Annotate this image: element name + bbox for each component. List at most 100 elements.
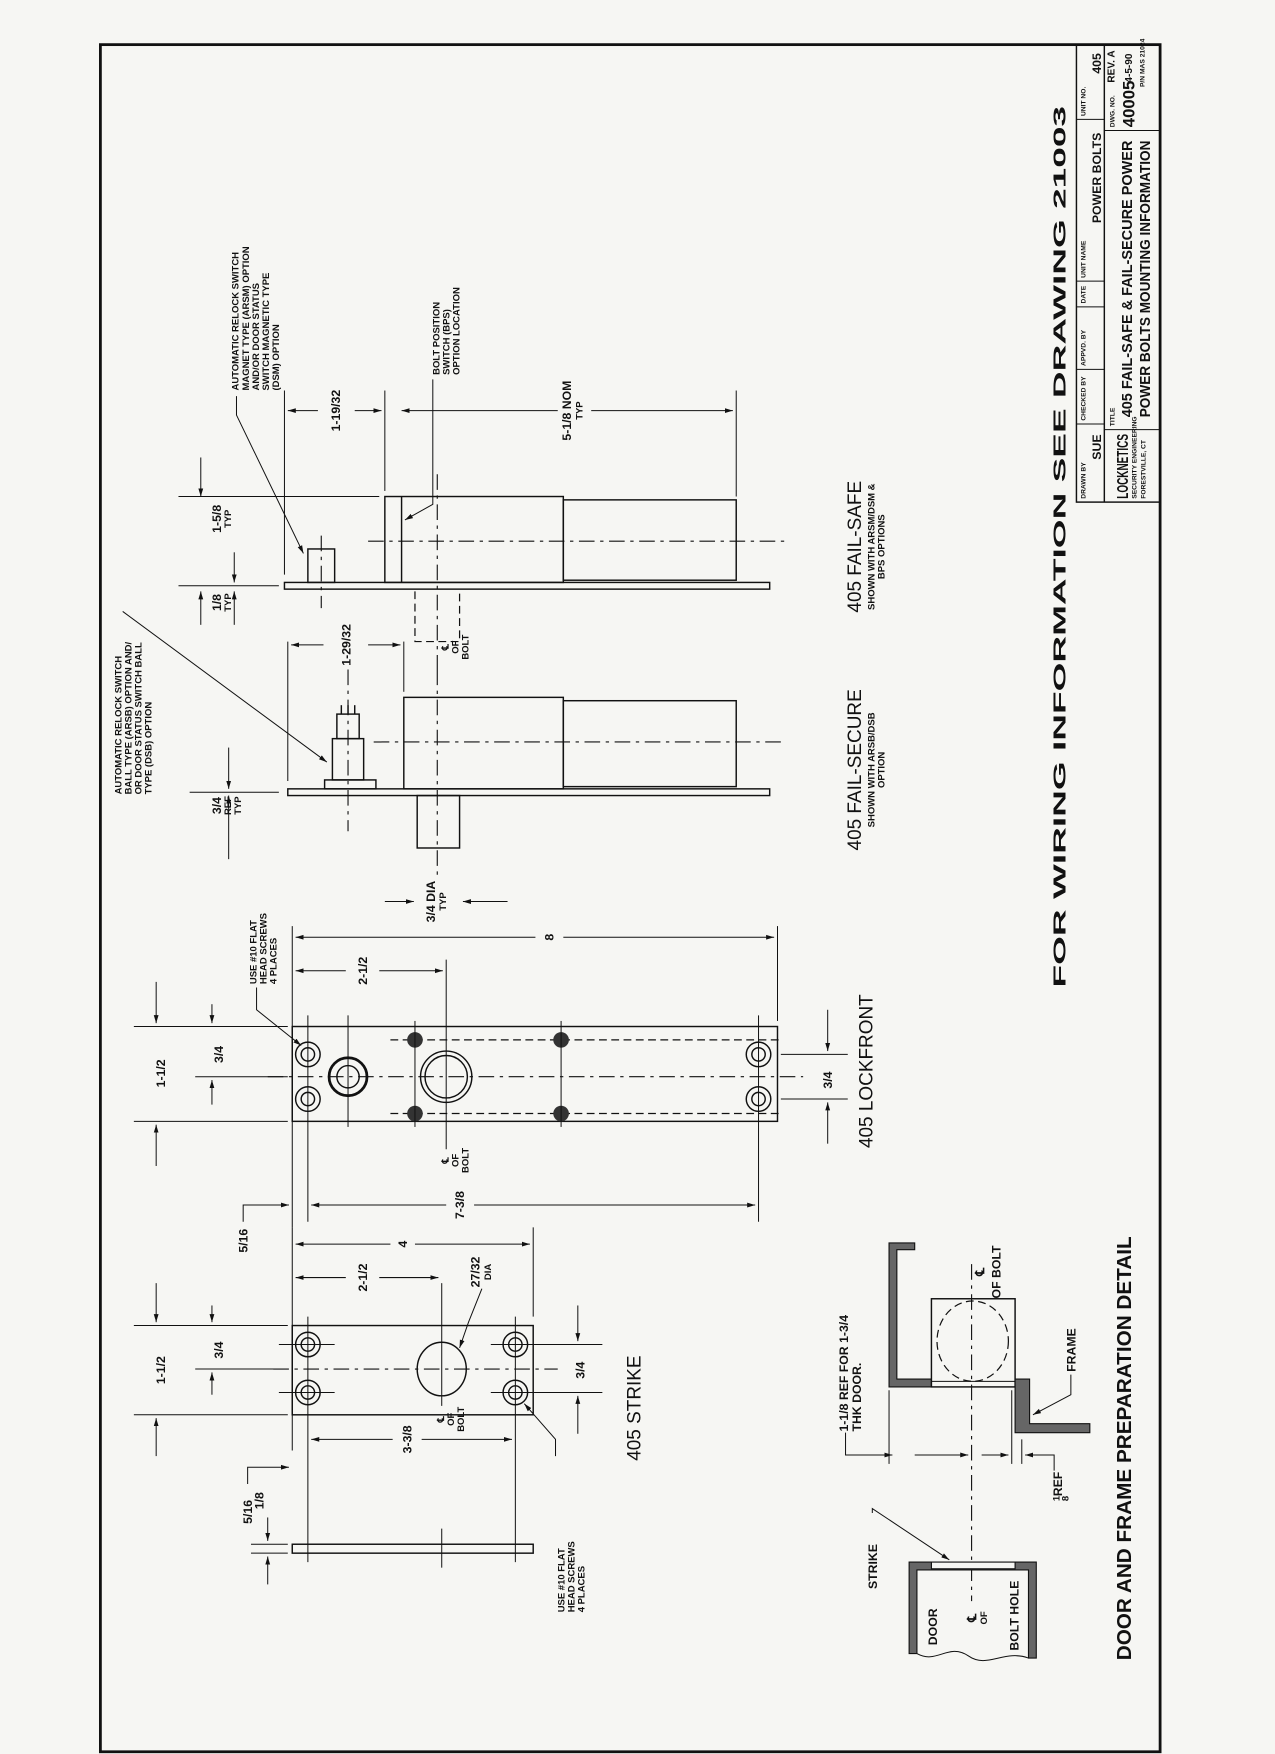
callout-line: (DSM) OPTION bbox=[271, 324, 282, 390]
centerline-bolt: BOLT bbox=[461, 1148, 472, 1173]
dim-3-4-ref: 3/4 bbox=[210, 797, 224, 814]
company-logo-text: LOCKNETICS bbox=[1115, 434, 1132, 499]
dim-1-29-32: 1-29/32 bbox=[339, 624, 353, 666]
fail-safe-title: 405 FAIL-SAFE bbox=[845, 481, 866, 613]
dim-1-8: 1/8 bbox=[210, 594, 224, 611]
callout-line: SWITCH MAGNETIC TYPE bbox=[261, 273, 272, 391]
dim-5-1-8-nom: 5-1/8 NOM bbox=[560, 381, 574, 441]
date-label: DATE bbox=[1080, 285, 1087, 303]
callout-line: BALL TYPE (ARSB) OPTION AND/ bbox=[124, 641, 135, 794]
bolt bbox=[416, 794, 461, 849]
fail-secure-subtitle: SHOWN WITH ARSB/DSB bbox=[867, 712, 878, 827]
callout-line: HEAD SCREWS bbox=[566, 1541, 577, 1612]
dim-3-4: 3/4 bbox=[212, 1046, 226, 1063]
dim-5-16: 5/16 bbox=[241, 1500, 255, 1524]
centerline-symbol: ℄ bbox=[973, 1268, 987, 1277]
bolt-box bbox=[930, 1298, 1016, 1388]
door-frame-detail: 1-1/8 REF FOR 1-3/4 THK DOOR. ℄ OF BOLT … bbox=[837, 1236, 1136, 1661]
centerline-of-bolt: OF BOLT bbox=[990, 1245, 1004, 1298]
dim-27-32: 27/32 bbox=[469, 1256, 483, 1287]
dwg-no-label: DWG. NO. bbox=[1109, 95, 1116, 127]
callout-line: USE #10 FLAT bbox=[556, 1548, 567, 1612]
unit-no-label: UNIT NO. bbox=[1080, 87, 1087, 116]
dim-5-16: 5/16 bbox=[237, 1229, 251, 1253]
centerline-symbol: ℄ bbox=[440, 1157, 451, 1164]
dim-4: 4 bbox=[396, 1241, 410, 1248]
drawn-by-label: DRAWN BY bbox=[1080, 462, 1087, 499]
part-number: P/N MAS 21024 bbox=[1139, 38, 1146, 87]
dim-1-1-2: 1-1/2 bbox=[154, 1059, 168, 1087]
dim-3-3-8: 3-3/8 bbox=[401, 1425, 415, 1453]
drawing-border bbox=[98, 43, 1162, 1754]
drawn-by-value: SUE bbox=[1090, 434, 1104, 459]
centerline-symbol: ℄ bbox=[440, 644, 451, 651]
checked-by-label: CHECKED BY bbox=[1080, 376, 1087, 421]
fail-safe-view: 1-5/8 TYP 1/8 TYP 1-19/32 5-1/8 NOM TYP … bbox=[178, 246, 888, 670]
dim-3-4-dia: 3/4 DIA bbox=[424, 881, 438, 923]
dim-1-19-32: 1-19/32 bbox=[329, 390, 343, 432]
dim-7-3-8: 7-3/8 bbox=[453, 1191, 467, 1219]
dim-3-4-ref-label: REF bbox=[223, 796, 234, 815]
strike-screws-callout: USE #10 FLAT HEAD SCREWS 4 PLACES bbox=[556, 1541, 587, 1612]
fail-secure-title: 405 FAIL-SECURE bbox=[845, 689, 866, 850]
callout-line: BOLT POSITION bbox=[432, 302, 443, 375]
approved-by-label: APPVD. BY bbox=[1080, 329, 1087, 366]
door-section bbox=[908, 1561, 1037, 1659]
dim-3-4-ref-typ: TYP bbox=[233, 796, 244, 814]
revision: REV. A bbox=[1106, 50, 1117, 82]
bolt-hole-label: BOLT HOLE bbox=[1007, 1581, 1021, 1651]
wiring-note: FOR WIRING INFORMATION SEE DRAWING 21003 bbox=[1049, 106, 1069, 988]
strike-title: 405 STRIKE bbox=[624, 1355, 645, 1460]
callout-line: AND/OR DOOR STATUS bbox=[251, 283, 262, 390]
fail-safe-subtitle: BPS OPTIONS bbox=[877, 514, 888, 579]
callout-line: USE #10 FLAT bbox=[249, 920, 260, 984]
dim-2-1-2: 2-1/2 bbox=[356, 957, 370, 985]
callout-line: TYPE (DSB) OPTION bbox=[144, 702, 155, 795]
strike-side-view bbox=[291, 1543, 534, 1554]
dim-1-8-typ: TYP bbox=[223, 593, 234, 611]
centerline-symbol: ℄ bbox=[965, 1614, 979, 1623]
strike-label: STRIKE bbox=[866, 1544, 880, 1589]
dim-8: 8 bbox=[542, 934, 556, 941]
centerline-bolt: BOLT bbox=[461, 634, 472, 659]
dim-3-4: 3/4 bbox=[821, 1071, 835, 1088]
dim-1-5-8-typ: TYP bbox=[223, 510, 234, 528]
arsb-callout: AUTOMATIC RELOCK SWITCH BALL TYPE (ARSB)… bbox=[114, 641, 155, 794]
centerline-of: OF bbox=[446, 1412, 457, 1425]
callout-line: AUTOMATIC RELOCK SWITCH bbox=[231, 252, 242, 391]
ball-switch-nut bbox=[323, 779, 377, 790]
detail-title: DOOR AND FRAME PREPARATION DETAIL bbox=[1114, 1236, 1136, 1660]
dim-1-5-8: 1-5/8 bbox=[210, 505, 224, 533]
centerline-symbol: ℄ bbox=[436, 1416, 447, 1423]
callout-line: HEAD SCREWS bbox=[259, 913, 270, 984]
fail-secure-view: 1-29/32 3/4 REF TYP 3/4 DIA TYP AUTOMATI… bbox=[114, 611, 888, 922]
centerline-of: OF bbox=[450, 640, 461, 653]
dim-27-32-dia: DIA bbox=[483, 1264, 494, 1280]
centerline-bolt: BOLT bbox=[456, 1407, 467, 1432]
centerline-of: OF bbox=[979, 1611, 990, 1624]
callout-line: OPTION LOCATION bbox=[452, 287, 463, 375]
ref-note-line-1: 1-1/8 REF FOR 1-3/4 bbox=[837, 1315, 851, 1432]
callout-line: MAGNET TYPE (ARSM) OPTION bbox=[241, 246, 252, 390]
callout-line: 4 PLACES bbox=[577, 1566, 588, 1612]
fail-safe-subtitle: SHOWN WITH ARSM/DSM & bbox=[867, 483, 878, 610]
drawing-title-line-1: 405 FAIL-SAFE & FAIL-SECURE POWER bbox=[1120, 140, 1136, 417]
dim-3-4: 3/4 bbox=[212, 1341, 226, 1358]
dim-3-4-dia-typ: TYP bbox=[438, 892, 449, 910]
drawing-title-line-2: POWER BOLTS MOUNTING INFORMATION bbox=[1138, 141, 1154, 418]
dim-5-1-8-typ: TYP bbox=[574, 401, 585, 419]
bps-callout: BOLT POSITION SWITCH (BPS) OPTION LOCATI… bbox=[432, 287, 463, 375]
dwg-no-value: 40005 bbox=[1119, 81, 1138, 128]
dim-3-4: 3/4 bbox=[574, 1361, 588, 1378]
strike-view: 4 2-1/2 1-1/2 3/4 3/4 27/32 DIA 3-3/8 5/… bbox=[133, 1227, 645, 1612]
unit-no-value: 405 bbox=[1090, 53, 1104, 74]
lockfront-title: 405 LOCKFRONT bbox=[856, 994, 877, 1148]
frame-section bbox=[888, 1242, 932, 1388]
company-subtitle-1: SECURITY ENGINEERING bbox=[1132, 416, 1139, 498]
eighth-numerator: 1 bbox=[1052, 1496, 1063, 1501]
eighth-denominator: 8 bbox=[1061, 1496, 1072, 1501]
bolt-outline bbox=[936, 1300, 1010, 1382]
ref-label: REF bbox=[1051, 1471, 1065, 1496]
